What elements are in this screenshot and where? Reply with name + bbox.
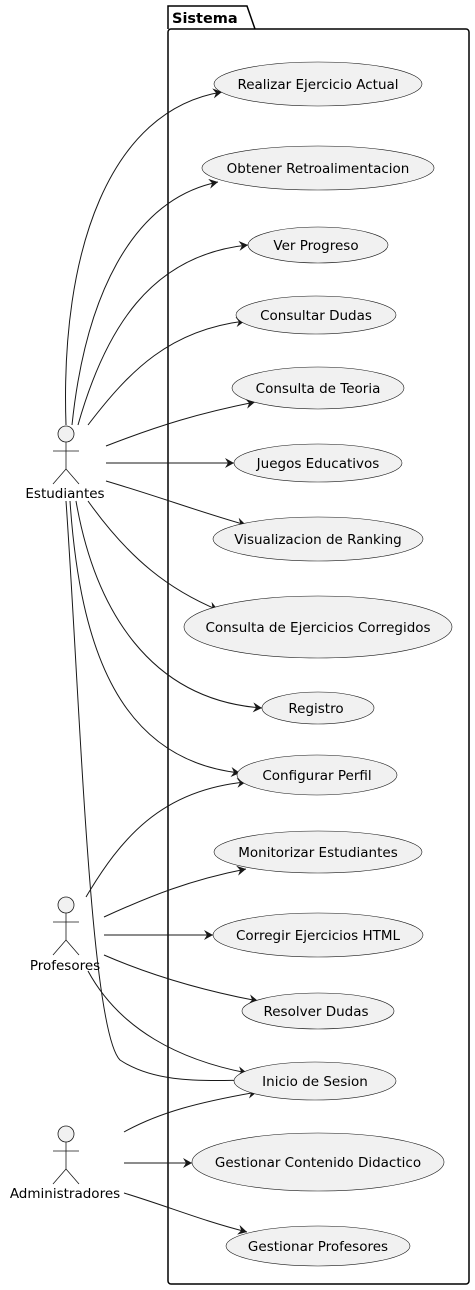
stick-figure-icon bbox=[52, 1125, 80, 1185]
actor-administradores[interactable]: Administradores bbox=[10, 1125, 120, 1202]
use-case-label: Consultar Dudas bbox=[260, 308, 372, 324]
use-case-corregir-ejercicios-html[interactable]: Corregir Ejercicios HTML bbox=[212, 912, 424, 958]
association-estudiantes-uc10 bbox=[69, 500, 241, 777]
use-case-ver-progreso[interactable]: Ver Progreso bbox=[247, 226, 389, 264]
use-case-label: Corregir Ejercicios HTML bbox=[236, 928, 401, 944]
association-estudiantes-uc14 bbox=[65, 500, 247, 1086]
use-case-configurar-perfil[interactable]: Configurar Perfil bbox=[236, 754, 398, 796]
use-case-resolver-dudas[interactable]: Resolver Dudas bbox=[241, 992, 395, 1030]
association-estudiantes-uc7 bbox=[105, 480, 247, 528]
use-case-realizar-ejercicio-actual[interactable]: Realizar Ejercicio Actual bbox=[213, 61, 423, 107]
use-case-label: Configurar Perfil bbox=[262, 768, 371, 784]
association-estudiantes-uc2 bbox=[71, 178, 219, 426]
use-case-label: Gestionar Profesores bbox=[248, 1239, 388, 1255]
actor-label: Profesores bbox=[30, 958, 100, 974]
package-tab bbox=[167, 5, 256, 30]
use-case-registro[interactable]: Registro bbox=[261, 691, 375, 725]
use-case-label: Monitorizar Estudiantes bbox=[238, 845, 397, 861]
use-case-gestionar-profesores[interactable]: Gestionar Profesores bbox=[225, 1225, 411, 1267]
actor-profesores[interactable]: Profesores bbox=[30, 896, 100, 974]
association-estudiantes-uc8 bbox=[87, 500, 219, 612]
actor-estudiantes[interactable]: Estudiantes bbox=[25, 425, 105, 502]
use-cases: Realizar Ejercicio Actual Obtener Retroa… bbox=[183, 61, 453, 1267]
use-case-consulta-de-ejercicios-corregidos[interactable]: Consulta de Ejercicios Corregidos bbox=[183, 595, 453, 659]
association-profesores-uc10 bbox=[85, 777, 247, 898]
use-case-label: Inicio de Sesion bbox=[262, 1074, 368, 1090]
use-case-label: Gestionar Contenido Didactico bbox=[215, 1155, 421, 1171]
system-package: Sistema bbox=[167, 5, 470, 1285]
association-estudiantes-uc9 bbox=[75, 500, 263, 713]
association-profesores-uc14 bbox=[87, 970, 248, 1077]
stick-figure-icon bbox=[52, 896, 80, 956]
use-case-obtener-retroalimentacion[interactable]: Obtener Retroalimentacion bbox=[201, 145, 435, 191]
association-estudiantes-uc1 bbox=[65, 88, 223, 426]
use-case-gestionar-contenido-didactico[interactable]: Gestionar Contenido Didactico bbox=[191, 1132, 445, 1192]
actor-label: Estudiantes bbox=[25, 486, 104, 502]
use-case-inicio-de-sesion[interactable]: Inicio de Sesion bbox=[233, 1061, 397, 1101]
package-frame bbox=[167, 28, 470, 1285]
use-case-label: Registro bbox=[288, 701, 343, 717]
use-case-consultar-dudas[interactable]: Consultar Dudas bbox=[235, 295, 397, 335]
association-estudiantes-uc4 bbox=[87, 317, 246, 426]
actor-label: Administradores bbox=[10, 1186, 120, 1202]
association-estudiantes-uc5 bbox=[105, 398, 256, 447]
association-estudiantes-uc3 bbox=[77, 240, 249, 426]
association-administradores-uc14 bbox=[123, 1088, 258, 1133]
use-case-label: Visualizacion de Ranking bbox=[234, 532, 401, 548]
use-case-label: Obtener Retroalimentacion bbox=[227, 161, 410, 177]
use-case-visualizacion-de-ranking[interactable]: Visualizacion de Ranking bbox=[212, 516, 424, 562]
use-case-label: Ver Progreso bbox=[273, 238, 358, 254]
use-case-label: Consulta de Teoria bbox=[256, 381, 381, 397]
stick-figure-icon bbox=[52, 425, 80, 485]
association-profesores-uc13 bbox=[103, 954, 259, 1005]
use-case-label: Consulta de Ejercicios Corregidos bbox=[205, 620, 430, 636]
associations bbox=[65, 88, 263, 1235]
use-case-label: Juegos Educativos bbox=[256, 456, 380, 472]
use-case-monitorizar-estudiantes[interactable]: Monitorizar Estudiantes bbox=[213, 830, 423, 874]
package-title: Sistema bbox=[172, 11, 238, 27]
use-case-label: Realizar Ejercicio Actual bbox=[237, 77, 398, 93]
use-case-juegos-educativos[interactable]: Juegos Educativos bbox=[233, 443, 403, 483]
use-case-consulta-de-teoria[interactable]: Consulta de Teoria bbox=[231, 366, 405, 410]
use-case-label: Resolver Dudas bbox=[263, 1004, 368, 1020]
association-profesores-uc11 bbox=[103, 865, 247, 918]
association-administradores-uc16 bbox=[123, 1192, 248, 1235]
